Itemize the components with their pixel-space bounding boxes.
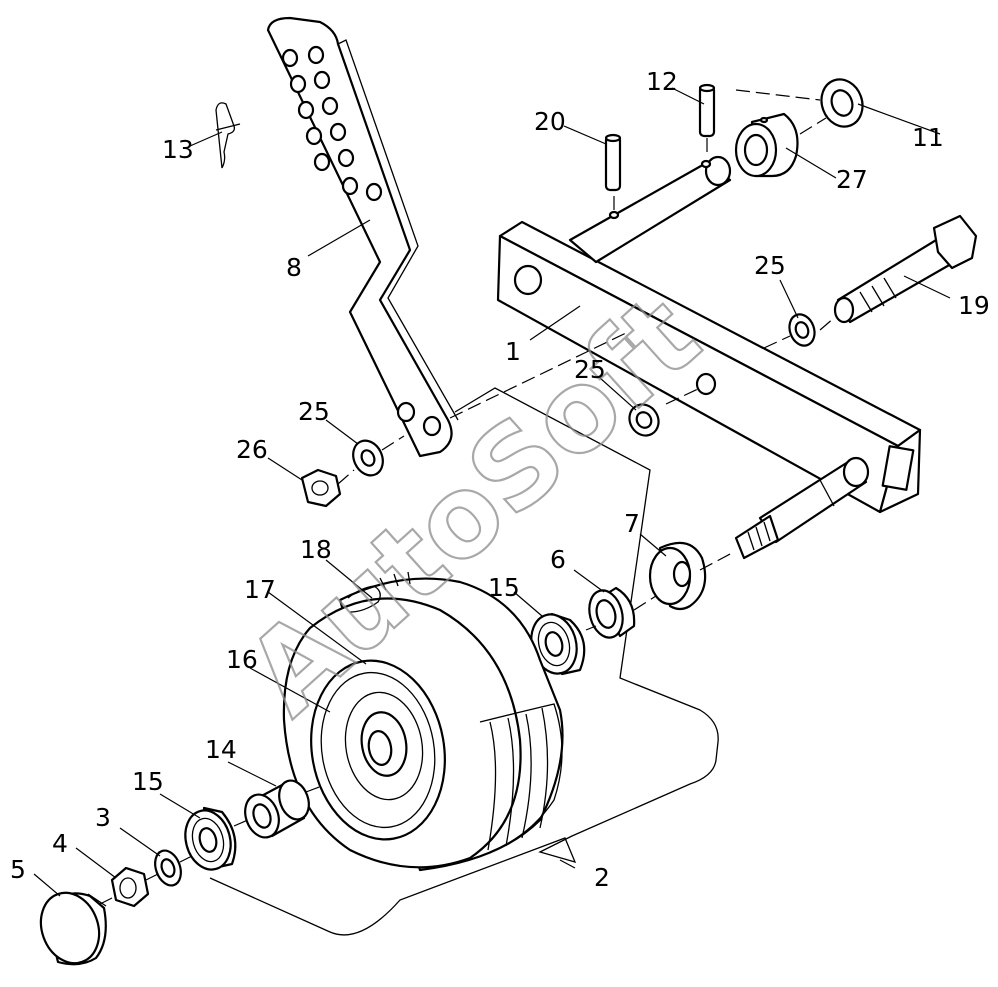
- washer-25-middle: [628, 403, 660, 437]
- callout-4: 4: [52, 829, 68, 858]
- callout-16: 16: [226, 645, 258, 674]
- callout-25-middle: 25: [574, 355, 606, 384]
- handle-holes: [281, 45, 442, 437]
- callout-2: 2: [594, 863, 610, 892]
- hub-cap: [39, 891, 107, 966]
- sleeve: [244, 779, 310, 839]
- callout-8: 8: [286, 253, 302, 282]
- callout-26: 26: [236, 435, 268, 464]
- tread-cut: [347, 585, 381, 613]
- callout-6: 6: [550, 545, 566, 574]
- callout-7: 7: [624, 509, 640, 538]
- dust-cup: [648, 541, 707, 611]
- callout-15-upper: 15: [488, 573, 520, 602]
- frame-bar: [496, 220, 922, 514]
- spacer-ring: [588, 586, 636, 639]
- stub-axle: [734, 456, 870, 560]
- callout-12: 12: [646, 67, 678, 96]
- callout-11: 11: [912, 123, 944, 152]
- washer-25-right: [788, 313, 816, 347]
- handle-bracket: [266, 16, 459, 458]
- wheel-assembly-outline: [209, 387, 719, 936]
- pin-12: [698, 83, 716, 138]
- frame-shaft: [568, 155, 732, 264]
- callout-5: 5: [10, 855, 26, 884]
- washer-25-left: [352, 439, 384, 477]
- nut-4: [110, 866, 150, 908]
- callout-13: 13: [162, 135, 194, 164]
- callout-25-right: 25: [754, 251, 786, 280]
- spring-clip: [215, 102, 241, 169]
- bearing-15-lower: [184, 806, 237, 871]
- callout-14: 14: [205, 735, 237, 764]
- collar: [734, 112, 799, 178]
- bearing-15-upper: [530, 612, 586, 676]
- callout-15-lower: 15: [132, 767, 164, 796]
- tread-ribs: [379, 571, 411, 591]
- callout-19: 19: [958, 291, 990, 320]
- callout-3: 3: [95, 803, 111, 832]
- callout-18: 18: [300, 535, 332, 564]
- callout-1: 1: [505, 337, 521, 366]
- callout-labels: 1 2 3 4 5 6 7 8 11 12 13 14 15 15 16 17 …: [10, 67, 990, 892]
- bolt: [833, 214, 978, 324]
- callout-20: 20: [534, 107, 566, 136]
- callout-27: 27: [836, 165, 868, 194]
- leader-lines: [33, 87, 951, 897]
- wheel: [282, 571, 564, 872]
- washer-11: [820, 78, 864, 128]
- nut-26: [300, 468, 342, 508]
- nut-26-bore: [311, 480, 329, 496]
- assembly-lines: [99, 89, 835, 905]
- callout-17: 17: [244, 575, 276, 604]
- washer-3: [154, 849, 182, 887]
- pin-20: [604, 133, 622, 192]
- callout-25-left: 25: [298, 397, 330, 426]
